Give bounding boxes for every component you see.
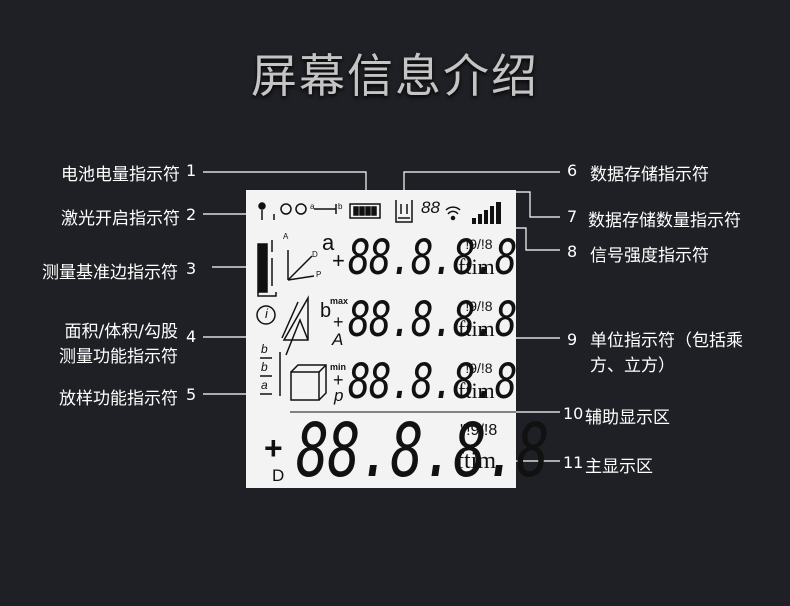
stake-b: b [261, 360, 268, 374]
label-number: 11 [563, 453, 584, 472]
label-line: 测量功能指示符 [59, 347, 178, 367]
area-volume-icon [281, 295, 309, 356]
memory-icon [395, 200, 413, 223]
label-number: 6 [567, 161, 578, 180]
main-digits: 88.8.8.8 [296, 408, 549, 494]
info-letter: i [265, 306, 268, 321]
row3-min: min [330, 362, 347, 372]
axis-label-a: A [283, 232, 289, 241]
row2-fraction: ''!9/!8 [460, 298, 493, 314]
row2-prefix: b [320, 300, 332, 322]
label-number: 8 [567, 242, 578, 261]
label-function-indicator: 面积/体积/勾股 测量功能指示符 [59, 317, 178, 367]
row1-units: ftim [458, 254, 495, 279]
row2-sub: A [332, 330, 344, 349]
row3-digits: 88.8.8.8 [348, 354, 517, 410]
lcd-screen: 88 i A D P a b b b a a + 88.8.8.8 ''!9/!… [246, 190, 549, 494]
label-auxiliary-display: 辅助显示区 [585, 408, 670, 428]
label-number: 10 [563, 404, 584, 423]
label-number: 1 [186, 161, 197, 180]
bluetooth-icon [295, 203, 307, 215]
row1-fraction: ''!9/!8 [460, 236, 493, 252]
page-title: 屏幕信息介绍 [251, 49, 539, 103]
cube-icon [290, 364, 327, 401]
row2-sign: + [333, 312, 344, 332]
label-number: 3 [186, 259, 197, 278]
main-sub: D [272, 466, 285, 485]
battery-icon [349, 203, 381, 219]
timer-icon [280, 203, 292, 215]
label-unit-indicator: 单位指示符（包括乘 方、立方） [590, 329, 743, 379]
axis-icon [287, 250, 315, 281]
b-label: b [338, 202, 343, 211]
row3-sub: p [334, 386, 344, 405]
row1-prefix: a [322, 230, 335, 255]
row2-max: max [330, 296, 349, 306]
label-line: 单位指示符（包括乘 [590, 331, 743, 351]
label-number: 4 [186, 327, 197, 346]
a-label: a [310, 202, 315, 211]
label-laser-indicator: 激光开启指示符 [61, 209, 180, 229]
laser-icon [258, 202, 275, 220]
row1-sign: + [332, 248, 345, 273]
main-fraction: ''!9/!8 [460, 422, 498, 439]
main-units: ftim [456, 448, 496, 474]
row3-fraction: ''!9/!8 [460, 360, 493, 376]
label-number: 7 [567, 207, 578, 226]
label-battery-indicator: 电池电量指示符 [61, 165, 180, 185]
memory-count: 88 [421, 198, 440, 217]
stakeout-icon [260, 352, 281, 396]
row2-units: ftim [458, 316, 495, 341]
label-number: 9 [567, 330, 578, 349]
label-memory-indicator: 数据存储指示符 [590, 165, 709, 185]
label-line: 面积/体积/勾股 [64, 322, 178, 342]
lcd-icons [256, 200, 516, 413]
info-icon [256, 305, 276, 325]
axis-label-d: D [312, 250, 318, 259]
label-memory-count-indicator: 数据存储数量指示符 [588, 211, 741, 231]
stake-b: b [261, 342, 268, 356]
row3-units: ftim [458, 378, 495, 403]
signal-strength-icon [472, 202, 501, 224]
label-line: 方、立方） [590, 356, 675, 376]
row2-digits: 88.8.8.8 [348, 292, 517, 348]
label-number: 5 [186, 385, 197, 404]
wifi-icon [445, 206, 461, 221]
stake-a: a [261, 378, 268, 392]
label-stakeout-indicator: 放样功能指示符 [59, 389, 178, 409]
label-main-display: 主显示区 [585, 457, 653, 477]
label-reference-indicator: 测量基准边指示符 [42, 263, 178, 283]
axis-label-p: P [316, 270, 322, 279]
label-number: 2 [186, 205, 197, 224]
row1-digits: 88.8.8.8 [348, 230, 517, 286]
label-signal-indicator: 信号强度指示符 [590, 246, 709, 266]
row3-sign: + [333, 370, 344, 390]
main-sign: + [264, 430, 283, 466]
a-to-b-arrow-icon [314, 204, 337, 214]
reference-edge-icon [257, 240, 277, 297]
